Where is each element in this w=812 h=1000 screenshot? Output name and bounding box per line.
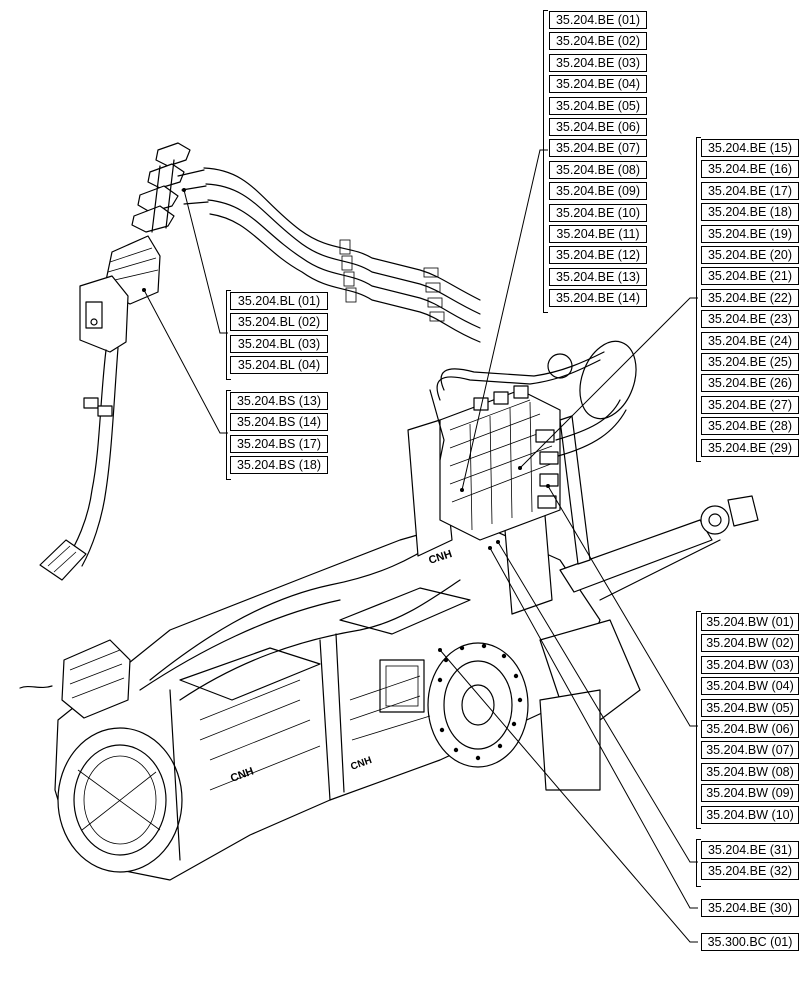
reference-label[interactable]: 35.204.BE (12) [549, 246, 647, 265]
reference-label[interactable]: 35.204.BE (20) [701, 246, 799, 264]
reference-label[interactable]: 35.204.BE (23) [701, 310, 799, 329]
reference-label[interactable]: 35.204.BW (05) [701, 698, 799, 717]
joystick-assembly [39, 142, 481, 581]
reference-label[interactable]: 35.204.BE (03) [549, 53, 647, 72]
reference-label[interactable]: 35.204.BE (13) [549, 267, 647, 286]
reference-label[interactable]: 35.204.BE (10) [549, 203, 647, 222]
reference-label[interactable]: 35.204.BL (04) [230, 356, 328, 375]
transmission-chassis: CNH CNH CNH [19, 340, 759, 881]
valve-block-cluster [429, 351, 627, 541]
reference-label[interactable]: 35.204.BE (15) [701, 139, 799, 157]
group-bracket [696, 137, 701, 462]
group-bracket [226, 290, 231, 380]
reference-label[interactable]: 35.204.BW (01) [701, 613, 799, 631]
reference-label[interactable]: 35.204.BE (27) [701, 395, 799, 414]
reference-label[interactable]: 35.204.BE (21) [701, 267, 799, 286]
reference-label[interactable]: 35.204.BW (08) [701, 762, 799, 781]
reference-label[interactable]: 35.204.BE (19) [701, 224, 799, 243]
reference-label[interactable]: 35.204.BE (04) [549, 75, 647, 94]
leader-lines [143, 149, 698, 943]
group-bracket [226, 390, 231, 480]
reference-label[interactable]: 35.204.BE (08) [549, 160, 647, 179]
reference-label[interactable]: 35.204.BE (22) [701, 288, 799, 307]
reference-label[interactable]: 35.204.BW (03) [701, 655, 799, 674]
reference-label[interactable]: 35.204.BE (05) [549, 96, 647, 115]
reference-label[interactable]: 35.204.BE (31) [701, 841, 799, 859]
reference-label[interactable]: 35.204.BE (25) [701, 353, 799, 371]
reference-label[interactable]: 35.204.BS (14) [230, 413, 328, 432]
reference-label[interactable]: 35.204.BW (10) [701, 805, 799, 824]
reference-label[interactable]: 35.204.BE (26) [701, 374, 799, 393]
reference-label[interactable]: 35.204.BW (04) [701, 677, 799, 696]
reference-label[interactable]: 35.204.BE (32) [701, 862, 799, 881]
reference-label[interactable]: 35.204.BS (17) [230, 434, 328, 453]
group-bracket [543, 10, 548, 313]
reference-label[interactable]: 35.204.BE (28) [701, 417, 799, 436]
reference-label[interactable]: 35.204.BE (18) [701, 203, 799, 222]
reference-label[interactable]: 35.204.BL (01) [230, 292, 328, 310]
reference-label[interactable]: 35.204.BE (07) [549, 139, 647, 158]
reference-label[interactable]: 35.204.BL (02) [230, 313, 328, 332]
reference-label[interactable]: 35.204.BW (02) [701, 634, 799, 653]
reference-label[interactable]: 35.204.BE (06) [549, 118, 647, 136]
reference-label[interactable]: 35.300.BC (01) [701, 933, 799, 951]
reference-label[interactable]: 35.204.BE (14) [549, 289, 647, 308]
reference-label[interactable]: 35.204.BE (30) [701, 899, 799, 917]
reference-label[interactable]: 35.204.BE (02) [549, 32, 647, 51]
reference-label[interactable]: 35.204.BE (16) [701, 160, 799, 179]
reference-label[interactable]: 35.204.BL (03) [230, 334, 328, 353]
reference-label[interactable]: 35.204.BW (09) [701, 784, 799, 803]
reference-label[interactable]: 35.204.BE (17) [701, 181, 799, 200]
reference-label[interactable]: 35.204.BE (24) [701, 331, 799, 350]
reference-label[interactable]: 35.204.BE (11) [549, 225, 647, 243]
reference-label[interactable]: 35.204.BS (13) [230, 392, 328, 410]
leader-endpoints [142, 188, 550, 652]
reference-label[interactable]: 35.204.BW (07) [701, 741, 799, 760]
reference-label[interactable]: 35.204.BE (09) [549, 182, 647, 201]
reference-label[interactable]: 35.204.BE (29) [701, 438, 799, 457]
group-bracket [696, 839, 701, 887]
reference-label[interactable]: 35.204.BS (18) [230, 456, 328, 475]
reference-label[interactable]: 35.204.BE (01) [549, 11, 647, 29]
group-bracket [696, 611, 701, 829]
reference-label[interactable]: 35.204.BW (06) [701, 720, 799, 738]
